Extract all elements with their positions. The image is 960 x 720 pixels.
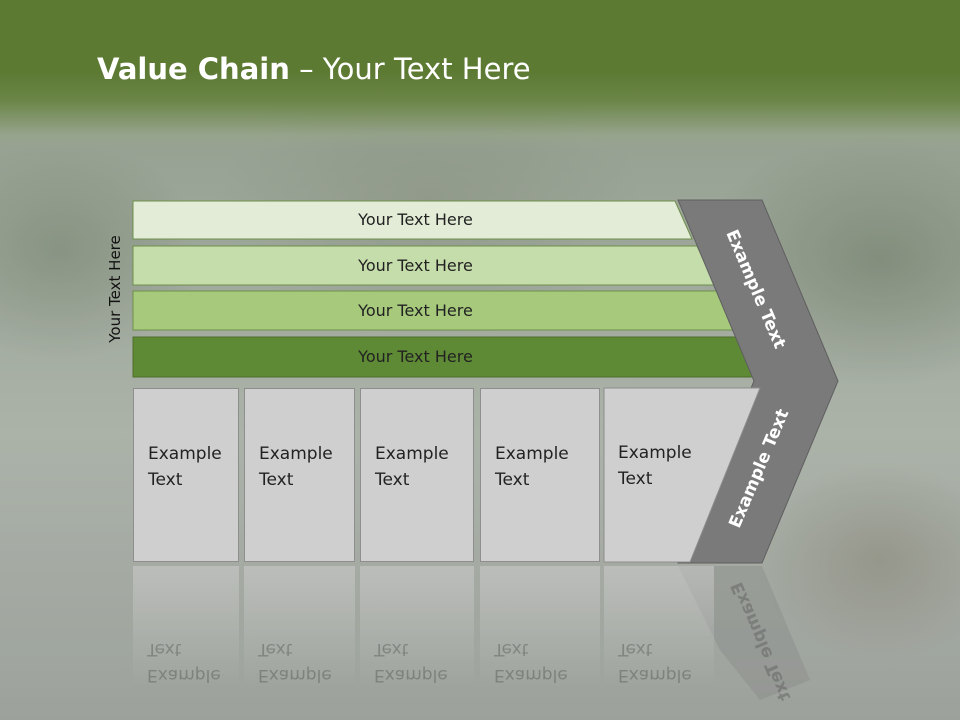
header-band <box>0 0 960 150</box>
title-rest: – Your Text Here <box>289 52 531 86</box>
box-2-refl-line2: Text <box>258 639 293 659</box>
box-1-refl-line2: Text <box>147 639 182 659</box>
box-4-refl-line2: Text <box>494 639 529 659</box>
box-3-refl-line2: Text <box>374 639 409 659</box>
box-3-line1: Example <box>375 444 449 464</box>
box-4-line2: Text <box>495 470 530 490</box>
box-5-line2: Text <box>618 469 653 489</box>
box-3-reflection: Example Text <box>360 566 474 720</box>
bar-3-label: Your Text Here <box>358 300 473 320</box>
box-5-line1: Example <box>618 443 692 463</box>
box-2-line2: Text <box>259 470 294 490</box>
box-4-refl-line1: Example <box>494 665 568 685</box>
box-2-refl-line1: Example <box>258 665 332 685</box>
box-5-reflection: Example Text <box>604 566 714 720</box>
bar-2-label: Your Text Here <box>358 255 473 275</box>
bar-1-shape <box>132 200 693 240</box>
box-1-refl-line1: Example <box>147 665 221 685</box>
box-3-line2: Text <box>375 470 410 490</box>
box-1-line1: Example <box>148 444 222 464</box>
slide-title: Value Chain – Your Text Here <box>97 52 531 96</box>
box-4-reflection: Example Text <box>480 566 600 720</box>
box-1-reflection: Example Text <box>133 566 239 720</box>
box-5-refl-line2: Text <box>618 639 653 659</box>
box-3-refl-line1: Example <box>374 665 448 685</box>
title-bold: Value Chain <box>97 52 290 86</box>
bar-4-label: Your Text Here <box>358 346 473 366</box>
box-2-line1: Example <box>259 444 333 464</box>
box-5-refl-line1: Example <box>618 665 692 685</box>
bar-1-label: Your Text Here <box>358 209 473 229</box>
box-1-line2: Text <box>148 470 183 490</box>
box-2-reflection: Example Text <box>244 566 355 720</box>
box-4-line1: Example <box>495 444 569 464</box>
fifth-box-slant <box>603 387 761 563</box>
